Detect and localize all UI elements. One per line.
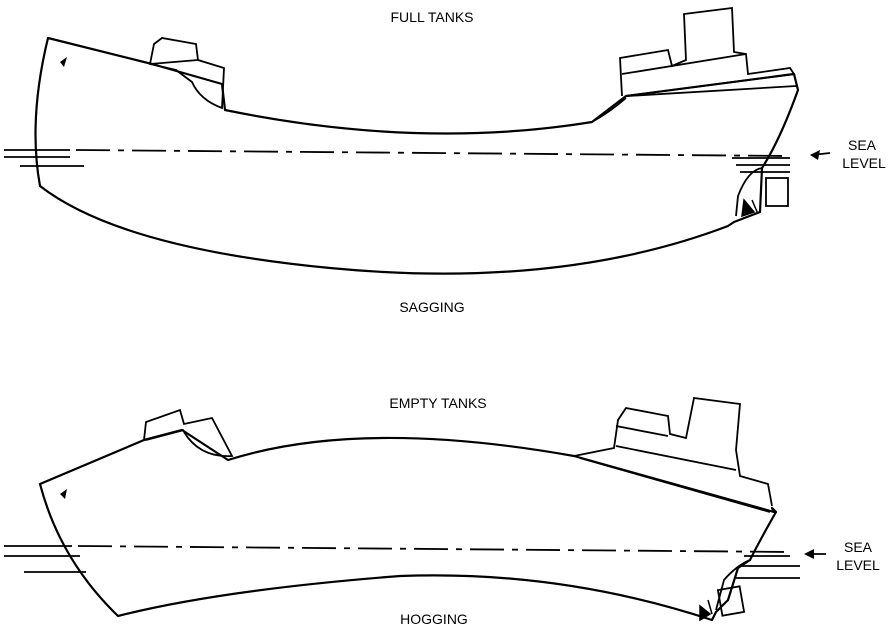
bow-mark [60, 489, 67, 499]
propeller-icon [699, 599, 713, 622]
sagging-sea-level [75, 149, 791, 157]
hogging-ship [4, 396, 826, 622]
hogging-rudder [716, 585, 746, 617]
sagging-rudder [765, 177, 789, 207]
propeller-icon [741, 198, 759, 218]
sagging-superstructure [619, 6, 796, 97]
hogging-superstructure [573, 396, 773, 507]
sea-level-label-top-line1: SEA [848, 137, 877, 153]
hogging-forecastle [143, 408, 234, 457]
sagging-ship [4, 6, 831, 275]
sea-level-label-bottom-line1: SEA [844, 539, 873, 555]
empty-tanks-label: EMPTY TANKS [389, 395, 486, 411]
hogging-sea-level [77, 545, 793, 553]
sea-level-label-top-line2: LEVEL [842, 155, 886, 171]
bow-mark [60, 57, 67, 67]
full-tanks-label: FULL TANKS [391, 9, 474, 25]
sagging-forecastle [148, 37, 225, 110]
hogging-label: HOGGING [400, 611, 468, 627]
hogging-hull [38, 428, 778, 622]
sagging-label: SAGGING [399, 299, 464, 315]
sagging-hull [34, 36, 800, 275]
sea-level-label-bottom-line2: LEVEL [836, 557, 880, 573]
